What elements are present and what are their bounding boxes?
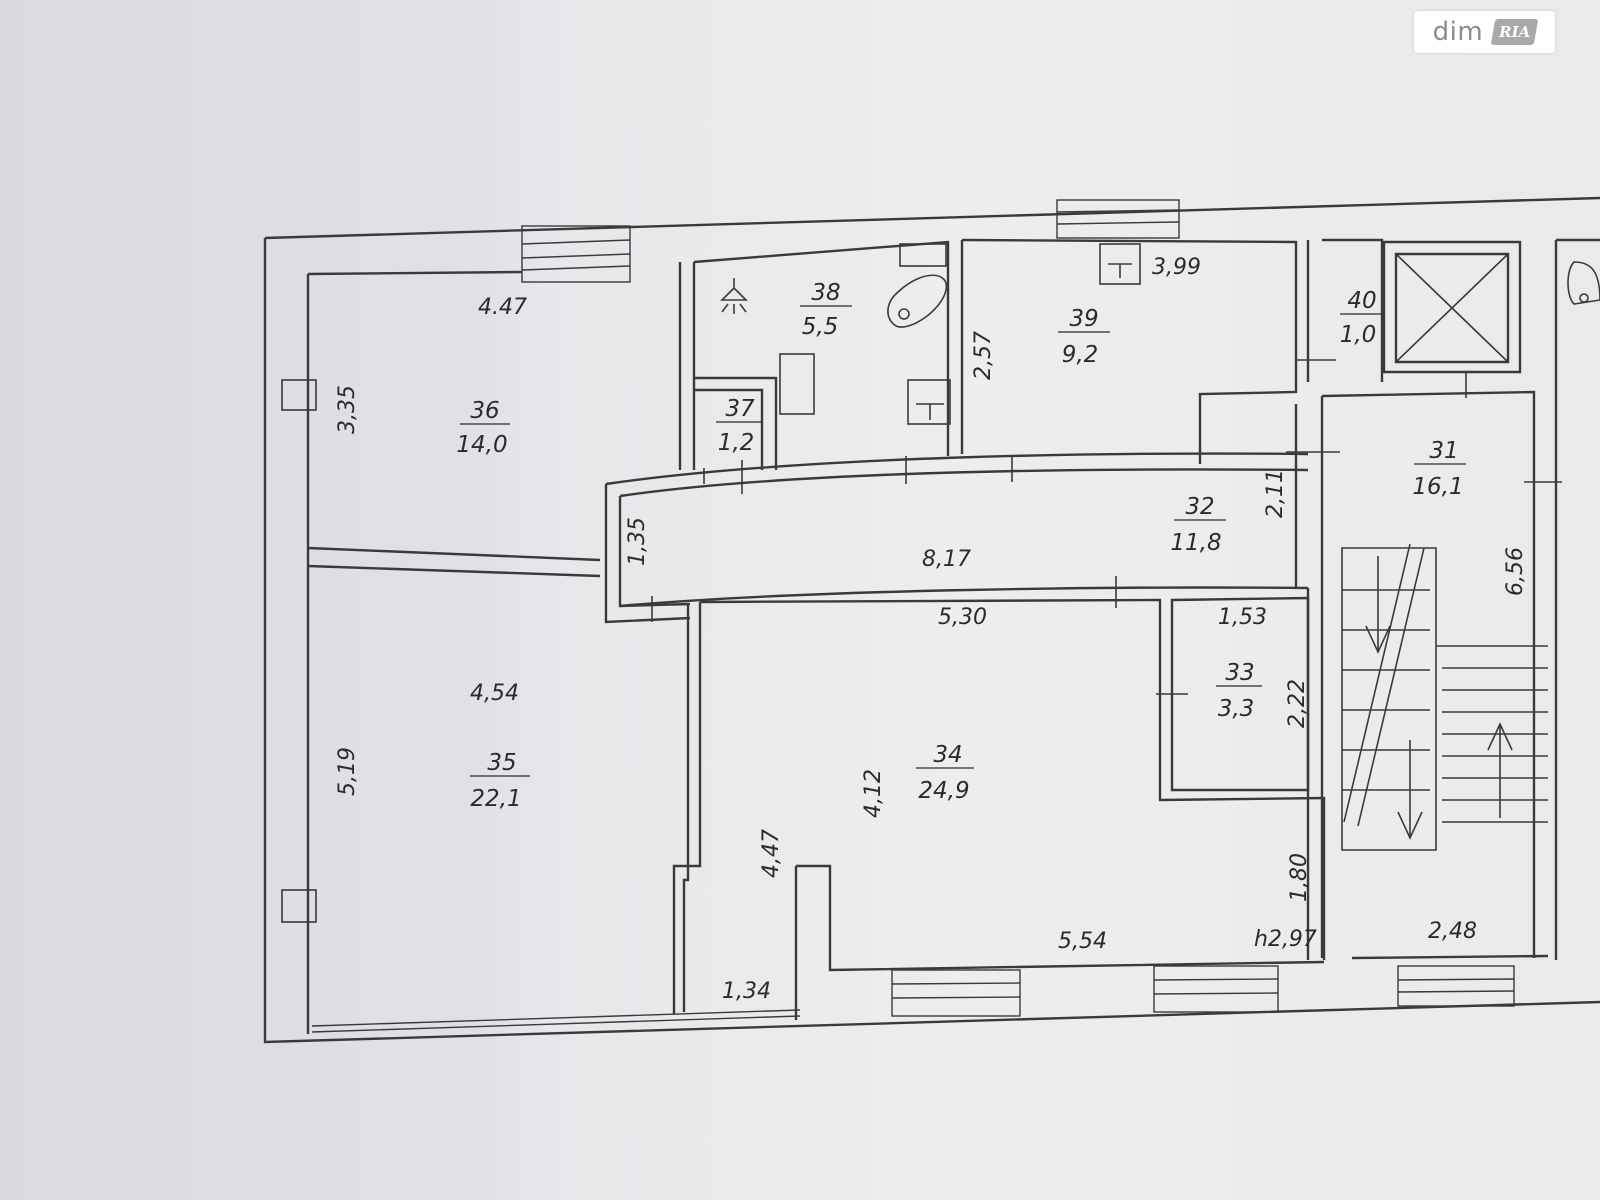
dim-3-35: 3,35 [335, 385, 360, 434]
dim-1-80: 1,80 [1287, 853, 1312, 902]
room-area-34: 24,9 [918, 778, 969, 804]
logo-brand-text: dim [1432, 17, 1484, 47]
room-number-39: 39 [1069, 306, 1098, 332]
windows [311, 199, 1515, 1033]
room-label-33: 33 3,3 [1216, 660, 1262, 722]
room-area-40: 1,0 [1340, 322, 1377, 348]
interior-walls [307, 238, 1600, 1020]
dim-2-11: 2,11 [1263, 469, 1288, 518]
room-label-35: 35 22,1 [470, 750, 530, 812]
room-area-33: 3,3 [1218, 696, 1255, 722]
room-area-32: 11,8 [1170, 530, 1221, 556]
dim-4-12: 4,12 [861, 769, 886, 818]
room-number-31: 31 [1429, 438, 1458, 464]
room-number-40: 40 [1347, 288, 1376, 314]
dim-5-19: 5,19 [335, 747, 360, 796]
dim-8-17: 8,17 [922, 547, 971, 572]
dim-1-53: 1,53 [1218, 605, 1267, 630]
dimension-labels: 4.47 3,35 3,99 2,57 2,11 1,35 8,17 5,30 … [335, 255, 1528, 1004]
staircase [1341, 543, 1548, 851]
room-area-37: 1,2 [718, 430, 755, 456]
room-label-34: 34 24,9 [916, 742, 974, 804]
dim-2-48: 2,48 [1428, 919, 1477, 944]
room-label-36: 36 14,0 [456, 398, 510, 458]
room-label-40: 40 1,0 [1340, 288, 1382, 348]
room-number-35: 35 [487, 750, 516, 776]
dim-2-22: 2,22 [1285, 679, 1310, 728]
dim-4-47-left: 4,47 [759, 829, 784, 878]
dim-4-47-top: 4.47 [478, 295, 527, 320]
dim-3-99: 3,99 [1152, 255, 1201, 280]
dim-5-30: 5,30 [938, 605, 987, 630]
dim-4-54: 4,54 [470, 681, 519, 706]
room-label-38: 38 5,5 [800, 280, 852, 340]
room-label-31: 31 16,1 [1412, 438, 1466, 500]
dim-2-57: 2,57 [971, 331, 996, 380]
fixtures [281, 243, 1600, 923]
room-number-34: 34 [933, 742, 962, 768]
room-number-38: 38 [811, 280, 840, 306]
room-area-36: 14,0 [456, 432, 507, 458]
room-number-32: 32 [1185, 494, 1214, 520]
outer-walls [263, 196, 1600, 1044]
room-area-35: 22,1 [470, 786, 521, 812]
dim-6-56: 6,56 [1503, 547, 1528, 596]
room-number-37: 37 [725, 396, 755, 422]
room-number-33: 33 [1225, 660, 1254, 686]
dim-h2-97: h2,97 [1254, 927, 1317, 952]
room-label-32: 32 11,8 [1170, 494, 1226, 556]
room-label-39: 39 9,2 [1058, 306, 1110, 368]
dim-5-54: 5,54 [1058, 929, 1107, 954]
door-marks [651, 359, 1562, 695]
room-area-38: 5,5 [802, 314, 839, 340]
room-area-31: 16,1 [1412, 474, 1463, 500]
room-label-37: 37 1,2 [716, 396, 762, 456]
dimria-logo[interactable]: dim RIA [1414, 11, 1555, 53]
room-number-36: 36 [470, 398, 499, 424]
dim-1-34: 1,34 [722, 979, 771, 1004]
room-area-39: 9,2 [1062, 342, 1099, 368]
logo-badge: RIA [1490, 19, 1539, 45]
dim-1-35: 1,35 [625, 517, 650, 566]
